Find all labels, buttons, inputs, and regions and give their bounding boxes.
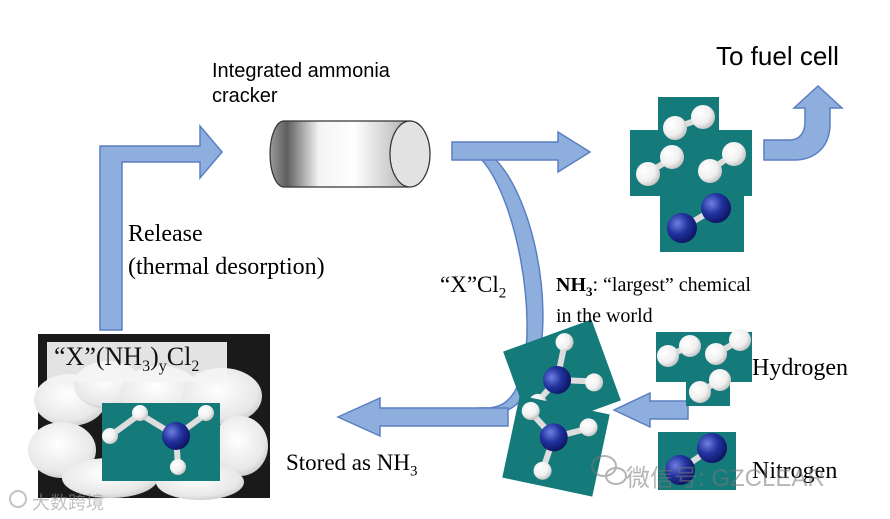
nh3-molecule-lower <box>502 395 610 497</box>
xcl2-label-sub: 2 <box>498 285 507 302</box>
salt-formula-label: “X”(NH3)yCl2 <box>54 342 199 376</box>
stored-label-sub: 3 <box>409 463 418 480</box>
cracker-label-line2: cracker <box>212 85 278 107</box>
salt-formula-sub1: 3 <box>142 358 151 376</box>
salt-formula-part2: ) <box>150 342 159 371</box>
stored-label: Stored as NH3 <box>286 450 417 481</box>
nh3-formula-sub: 3 <box>586 284 593 299</box>
stored-label-main: Stored as NH <box>286 450 410 475</box>
release-label: Release (thermal desorption) <box>128 218 325 284</box>
h2-n2-to-nh3-arrow <box>612 391 689 429</box>
xcl2-label: “X”Cl2 <box>440 272 506 303</box>
to-fuel-cell-arrow <box>763 84 844 161</box>
corner-watermark-icon <box>9 490 27 508</box>
cracker-label-line1: Integrated ammonia <box>212 60 390 82</box>
corner-watermark-text: 大数跨境 <box>32 493 104 513</box>
h2-n2-molecule-block <box>630 97 752 252</box>
release-label-line1: Release <box>128 221 203 247</box>
salt-formula-part1: “X”(NH <box>54 342 143 371</box>
salt-formula-part3: Cl <box>166 342 192 371</box>
stored-arrow <box>336 396 509 438</box>
nh3-description-line2: in the world <box>556 305 653 327</box>
xcl2-label-main: “X”Cl <box>440 272 499 297</box>
salt-formula-sub2: y <box>158 358 167 376</box>
ammonia-cracker-cylinder <box>269 120 431 188</box>
release-arrow <box>99 123 223 331</box>
nh3-description-rest: : “largest” chemical <box>592 274 751 296</box>
salt-formula-sub3: 2 <box>191 358 200 376</box>
nitrogen-molecule-block <box>658 432 736 490</box>
cracker-label: Integrated ammonia cracker <box>212 59 390 109</box>
hydrogen-molecule-block <box>656 329 752 406</box>
nh3-molecule-photo <box>102 403 220 481</box>
nh3-description-line1: NH3: “largest” chemical <box>556 273 751 304</box>
wechat-watermark-text: 微信号: GZCLEAR <box>626 465 825 492</box>
hydrogen-label: Hydrogen <box>752 355 848 381</box>
release-label-line2: (thermal desorption) <box>128 254 325 280</box>
cracker-to-molecules-arrow <box>451 130 592 174</box>
nitrogen-label: Nitrogen <box>752 458 838 484</box>
fuel-cell-label: To fuel cell <box>716 41 839 71</box>
nh3-description: NH3: “largest” chemical in the world <box>556 273 751 329</box>
wechat-watermark-icon <box>591 455 627 485</box>
nh3-formula: NH <box>556 274 586 296</box>
